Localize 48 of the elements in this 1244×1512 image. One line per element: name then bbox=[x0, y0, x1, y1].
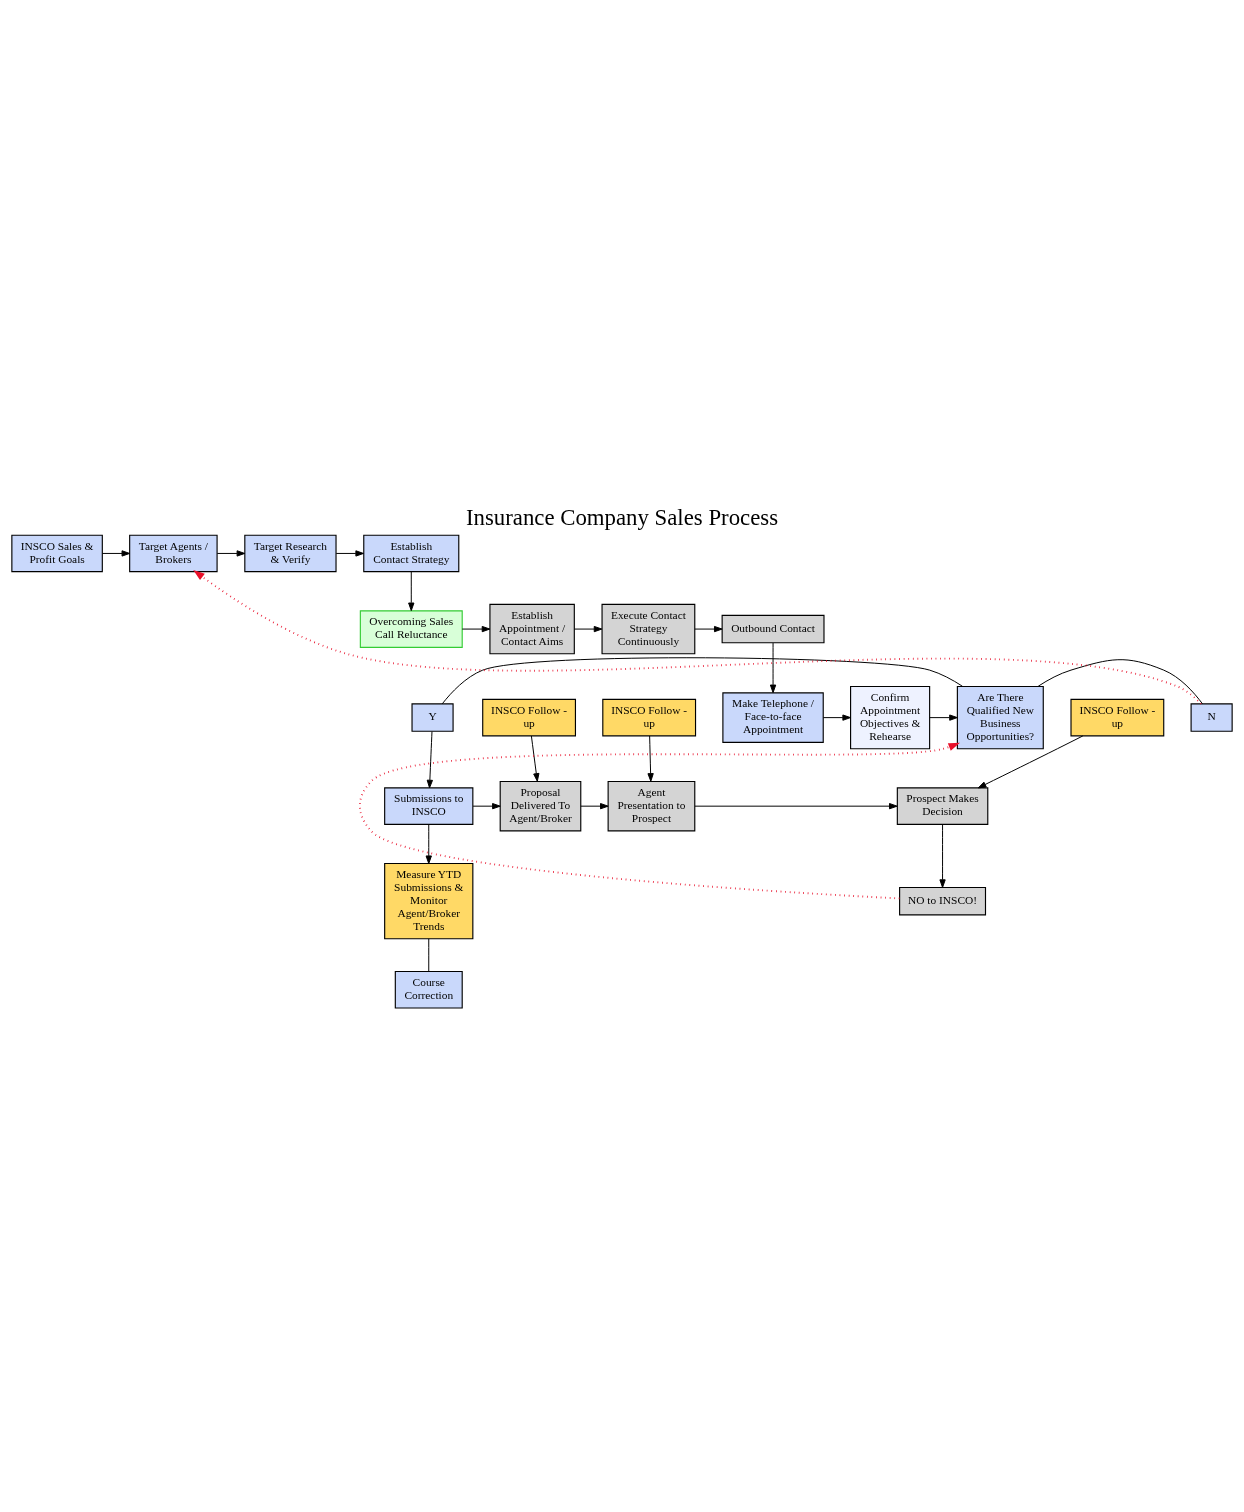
node-box: Overcoming Sales Call Reluctance bbox=[359, 610, 463, 648]
node-box: Make Telephone / Face-to-face Appointment bbox=[722, 692, 824, 743]
node-box: NO to INSCO! bbox=[899, 886, 987, 916]
arrow bbox=[425, 824, 432, 865]
node-box: Establish Contact Strategy bbox=[363, 534, 460, 573]
arrow bbox=[647, 735, 654, 782]
node-box: Course Correction bbox=[394, 970, 463, 1009]
arrow bbox=[335, 550, 364, 557]
arrow bbox=[573, 625, 603, 633]
connector bbox=[1037, 659, 1203, 705]
arrow bbox=[472, 803, 501, 810]
arrow bbox=[216, 550, 246, 557]
connector bbox=[428, 938, 430, 972]
node-box: Proposal Delivered To Agent/Broker bbox=[499, 780, 582, 832]
arrow bbox=[408, 571, 415, 612]
node-box: Agent Presentation to Prospect bbox=[607, 780, 696, 832]
node-box: N bbox=[1190, 703, 1233, 732]
arrow bbox=[102, 550, 131, 557]
arrow bbox=[580, 803, 609, 810]
arrow bbox=[426, 731, 433, 789]
arrow bbox=[939, 824, 946, 888]
arrow bbox=[929, 714, 958, 721]
node-box: INSCO Follow - up bbox=[602, 698, 697, 737]
arrow bbox=[694, 625, 723, 633]
connector bbox=[441, 657, 963, 705]
diagram-title: Insurance Company Sales Process bbox=[465, 505, 779, 531]
node-box: Prospect Makes Decision bbox=[896, 787, 989, 825]
node-box: Outbound Contact bbox=[721, 614, 825, 644]
arrow bbox=[193, 570, 1202, 705]
node-box: INSCO Follow - up bbox=[482, 698, 577, 737]
node-box: Target Agents / Brokers bbox=[129, 534, 218, 573]
arrow bbox=[977, 735, 1084, 789]
arrow bbox=[530, 735, 540, 782]
node-box: Establish Appointment / Contact Aims bbox=[489, 603, 575, 655]
node-box: Execute Contact Strategy Continuously bbox=[601, 603, 696, 655]
node-box: Y bbox=[411, 703, 454, 732]
node-box: Are There Qualified New Business Opportunities? bbox=[956, 685, 1044, 750]
arrow bbox=[769, 642, 777, 694]
node-box: INSCO Sales & Profit Goals bbox=[11, 534, 103, 573]
arrow bbox=[358, 742, 960, 900]
arrow bbox=[694, 803, 898, 810]
node-box: Target Research & Verify bbox=[244, 534, 337, 573]
node-box: Confirm Appointment Objectives & Rehearse bbox=[850, 685, 931, 750]
node-box: INSCO Follow - up bbox=[1070, 698, 1165, 737]
arrow bbox=[461, 625, 491, 633]
arrow bbox=[822, 714, 851, 721]
node-box: Submissions to INSCO bbox=[384, 787, 474, 825]
node-box: Measure YTD Submissions & Monitor Agent/Broker Trends bbox=[384, 862, 474, 940]
